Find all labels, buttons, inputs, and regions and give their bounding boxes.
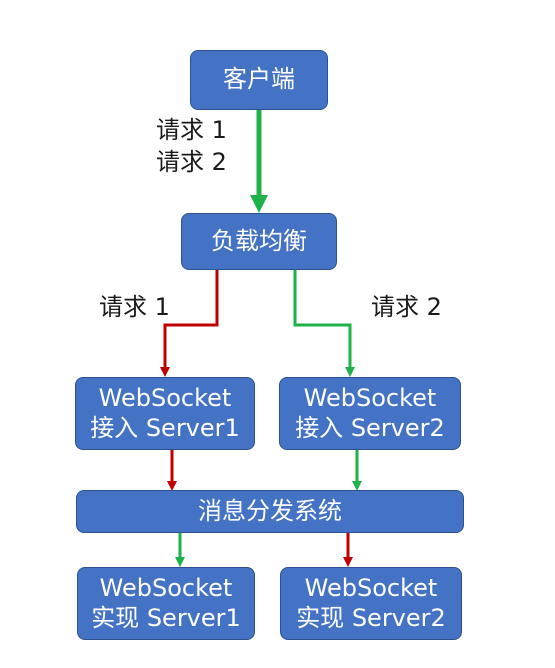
lb-request-2-label: 请求 2 <box>371 293 442 321</box>
impl-server-1-line1: WebSocket <box>99 574 233 603</box>
impl-server-1-line2: 实现 Server1 <box>91 603 241 632</box>
client-label: 客户端 <box>223 65 295 94</box>
client-request-1-label: 请求 1 <box>156 116 227 144</box>
client-node: 客户端 <box>190 50 328 110</box>
dispatch-system-label: 消息分发系统 <box>198 496 342 525</box>
arrow-lb-to-access1 <box>160 270 219 377</box>
arrow-lb-to-access2 <box>293 270 355 377</box>
load-balancer-label: 负载均衡 <box>211 226 307 255</box>
client-request-2-label: 请求 2 <box>156 148 227 176</box>
access-server-1-line1: WebSocket <box>98 384 232 413</box>
access-server-1-node: WebSocket 接入 Server1 <box>75 377 255 450</box>
impl-server-2-line1: WebSocket <box>304 574 438 603</box>
load-balancer-node: 负载均衡 <box>181 213 337 270</box>
access-server-2-line1: WebSocket <box>303 384 437 413</box>
impl-server-2-line2: 实现 Server2 <box>296 603 446 632</box>
access-server-2-node: WebSocket 接入 Server2 <box>279 377 461 450</box>
dispatch-system-node: 消息分发系统 <box>76 490 464 533</box>
impl-server-2-node: WebSocket 实现 Server2 <box>280 567 462 640</box>
impl-server-1-node: WebSocket 实现 Server1 <box>77 567 255 640</box>
access-server-1-line2: 接入 Server1 <box>90 413 240 442</box>
access-server-2-line2: 接入 Server2 <box>295 413 445 442</box>
lb-request-1-label: 请求 1 <box>99 293 170 321</box>
